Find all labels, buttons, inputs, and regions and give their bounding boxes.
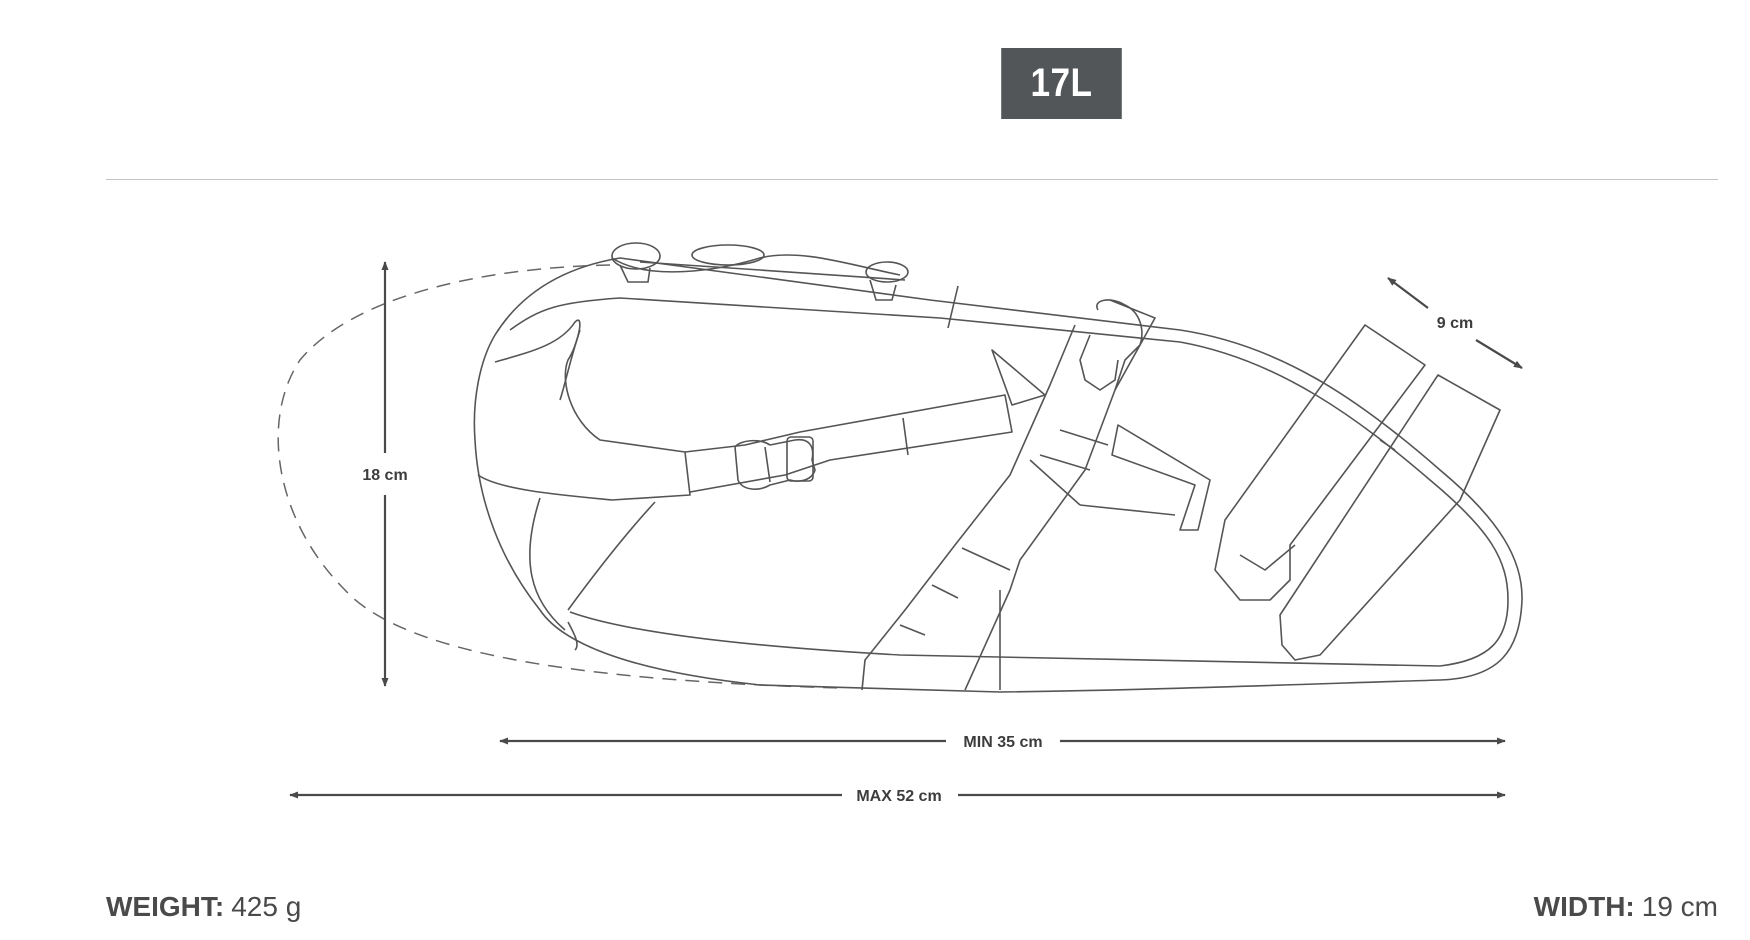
divider-line bbox=[106, 179, 1718, 180]
volume-badge: 17L bbox=[1001, 48, 1122, 119]
width-label: WIDTH: bbox=[1533, 891, 1635, 922]
bungee-cord bbox=[611, 242, 909, 301]
expanded-outline bbox=[277, 264, 841, 689]
width-spec: WIDTH:19 cm bbox=[1534, 891, 1718, 923]
mounting-pads bbox=[1214, 324, 1501, 661]
min-length-label: MIN 35 cm bbox=[963, 734, 1042, 751]
max-length-label: MAX 52 cm bbox=[856, 788, 941, 805]
depth-arrow-up bbox=[1387, 277, 1429, 309]
bag-body bbox=[473, 257, 1523, 693]
weight-spec: WEIGHT:425 g bbox=[106, 891, 301, 923]
width-value: 19 cm bbox=[1641, 891, 1718, 922]
height-label: 18 cm bbox=[362, 467, 407, 484]
top-strap bbox=[861, 299, 1156, 691]
weight-label: WEIGHT: bbox=[106, 891, 225, 922]
logo-mark bbox=[991, 349, 1211, 531]
depth-label: 9 cm bbox=[1437, 315, 1473, 332]
depth-arrow-down bbox=[1475, 339, 1523, 369]
weight-value: 425 g bbox=[231, 891, 302, 922]
side-strap bbox=[684, 394, 1013, 493]
